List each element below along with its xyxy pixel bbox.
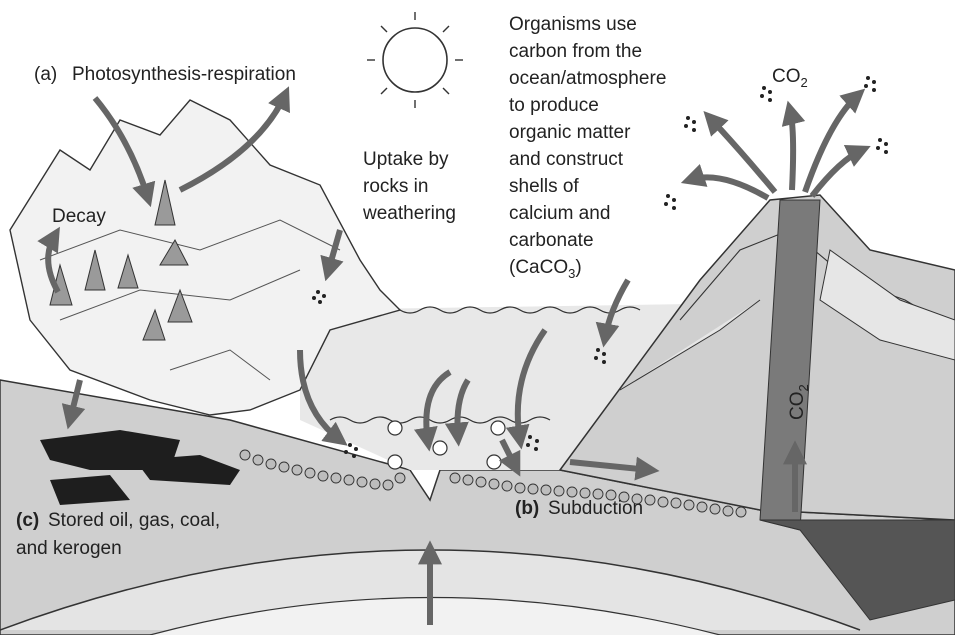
- label-b-letter: (b): [515, 498, 539, 519]
- organisms-line-1: Organisms use: [509, 14, 637, 35]
- label-b: (b) Subduction: [515, 498, 643, 519]
- label-a-text: Photosynthesis-respiration: [72, 64, 296, 85]
- label-uptake: Uptake by rocks in weathering: [362, 149, 456, 224]
- organisms-line-6: and construct: [509, 149, 624, 170]
- label-co2-top: CO2: [772, 66, 808, 90]
- organisms-line-7: shells of: [509, 176, 579, 197]
- label-decay: Decay: [52, 206, 106, 227]
- sun-icon: [367, 12, 463, 108]
- organisms-line-5: organic matter: [509, 122, 631, 143]
- uptake-line-2: rocks in: [363, 176, 428, 197]
- uptake-line-3: weathering: [362, 203, 456, 224]
- organisms-line-8: calcium and: [509, 203, 610, 224]
- label-c-text-2: and kerogen: [16, 538, 122, 559]
- label-b-text: Subduction: [548, 498, 643, 519]
- label-a: (a) Photosynthesis-respiration: [34, 64, 296, 85]
- label-a-letter: (a): [34, 64, 57, 85]
- organisms-caco3: (CaCO3): [509, 257, 582, 281]
- uptake-line-1: Uptake by: [363, 149, 449, 170]
- organisms-line-4: to produce: [509, 95, 599, 116]
- label-organisms: Organisms use carbon from the ocean/atmo…: [509, 14, 666, 281]
- organisms-line-2: carbon from the: [509, 41, 642, 62]
- label-c-letter: (c): [16, 510, 39, 531]
- organisms-line-9: carbonate: [509, 230, 594, 251]
- organisms-line-3: ocean/atmosphere: [509, 68, 666, 89]
- label-c-text: Stored oil, gas, coal,: [48, 510, 220, 531]
